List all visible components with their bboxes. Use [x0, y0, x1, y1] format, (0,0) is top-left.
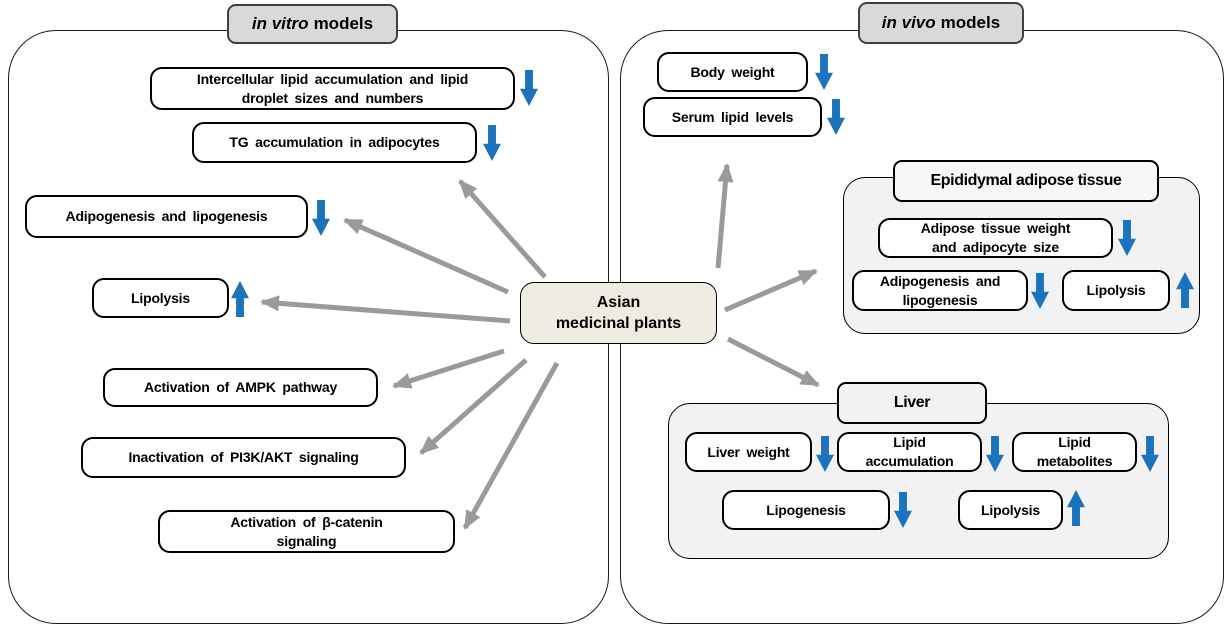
node-lipogenesis-liver: Lipogenesis	[722, 490, 890, 530]
in-vitro-title-italic: in vitro	[251, 14, 309, 33]
node-serum-lipid-levels: Serum lipid levels	[643, 97, 822, 137]
node-intercellular-lipid-accumulation: Intercellular lipid accumulation and lip…	[150, 67, 515, 110]
node-liver-weight: Liver weight	[685, 432, 812, 472]
node-lipid-accumulation: Lipid accumulation	[837, 432, 982, 472]
node-lipolysis-invitro: Lipolysis	[92, 278, 229, 318]
asian-medicinal-plants-node: Asian medicinal plants	[520, 282, 717, 344]
node-adipose-tissue-weight: Adipose tissue weight and adipocyte size	[878, 218, 1113, 258]
in-vitro-panel-header: in vitro models	[227, 4, 398, 44]
node-beta-catenin-signaling: Activation of β-catenin signaling	[158, 510, 455, 553]
node-tg-accumulation: TG accumulation in adipocytes	[192, 122, 477, 163]
liver-header: Liver	[837, 382, 987, 424]
node-lipolysis-liver: Lipolysis	[958, 490, 1063, 530]
in-vitro-title-rest: models	[313, 14, 374, 33]
in-vivo-title-italic: in vivo	[881, 13, 936, 32]
node-lipid-metabolites: Lipid metabolites	[1012, 432, 1137, 472]
node-adipogenesis-lipogenesis-invivo: Adipogenesis and lipogenesis	[852, 270, 1028, 311]
node-ampk-pathway: Activation of AMPK pathway	[103, 368, 378, 407]
node-body-weight: Body weight	[657, 52, 808, 92]
liver-group	[668, 403, 1169, 559]
in-vivo-title-rest: models	[940, 13, 1001, 32]
epididymal-adipose-tissue-header: Epididymal adipose tissue	[893, 160, 1159, 202]
node-lipolysis-adipose: Lipolysis	[1062, 270, 1170, 311]
node-pi3k-akt-signaling: Inactivation of PI3K/AKT signaling	[81, 437, 406, 478]
in-vivo-panel-header: in vivo models	[858, 2, 1024, 44]
node-adipogenesis-lipogenesis: Adipogenesis and lipogenesis	[25, 195, 308, 238]
